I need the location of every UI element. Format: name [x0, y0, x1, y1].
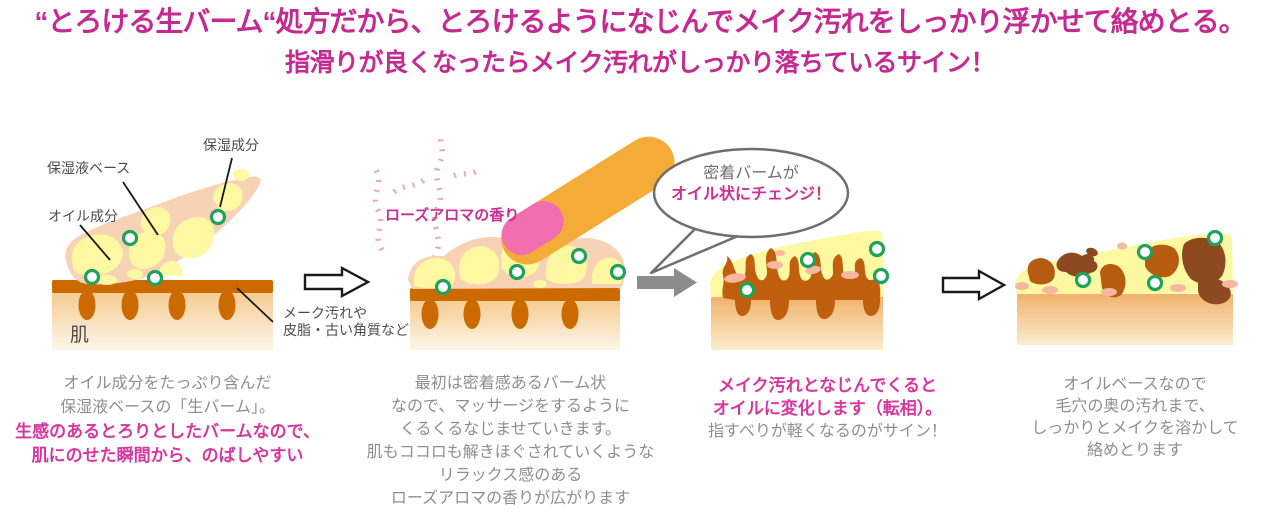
- label-rose-aroma: ローズアロマの香り: [385, 207, 520, 224]
- dirt-tendrils: [722, 248, 881, 320]
- step3-caption-line2: オイルに変化します（転相）。: [712, 399, 943, 418]
- bubble-line-2: オイル状にチェンジ！: [670, 186, 831, 203]
- step4-caption-line1: オイルベースなので: [1063, 376, 1207, 393]
- step2-caption-line3: くるくるなじませていきます。: [399, 421, 622, 438]
- step1-caption-line1: オイル成分をたっぷり含んだ: [63, 375, 272, 392]
- step3-illustration: [710, 230, 890, 350]
- step2-caption-line1: 最初は密着感あるバーム状: [414, 375, 607, 392]
- sebum-bumps: [78, 290, 236, 320]
- headline-line-1: “とろける生バーム“処方だから、とろけるようになじんでメイク汚れをしっかり浮かせ…: [34, 6, 1246, 37]
- label-oil-component: オイル成分: [48, 208, 118, 224]
- oil-layer: [1015, 233, 1233, 295]
- finger-illustration: [501, 136, 675, 265]
- sebum-bumps: [421, 299, 579, 329]
- moisture-dots: [1074, 229, 1224, 292]
- bubble-line-1: 密着バームが: [703, 165, 799, 182]
- aroma-steam: [372, 132, 480, 260]
- step1-caption-line2: 保湿液ベースの「生バーム」。: [60, 399, 275, 416]
- step4-caption-line2: 毛穴の奥の汚れまで、: [1055, 398, 1215, 415]
- step4-caption-line3: しっかりとメイクを溶かして: [1031, 420, 1239, 437]
- step2-illustration: [372, 132, 675, 350]
- nail: [501, 201, 564, 255]
- skin-surface-bar: [410, 288, 620, 301]
- step2-caption-line4: 肌もココロも解きほぐされていくような: [366, 444, 655, 461]
- step2-caption-line2: なので、マッサージをするように: [390, 398, 631, 415]
- label-makeup-dirt: メーク汚れや 皮脂・古い角質など: [283, 305, 409, 339]
- moisture-dots: [83, 208, 227, 287]
- headline-line-2: 指滑りが良くなったらメイク汚れがしっかり落ちているサイン！: [284, 49, 996, 77]
- moisture-dots: [738, 240, 890, 299]
- step1-caption-line3: 生感のあるとろりとしたバームなので、: [15, 422, 320, 441]
- arrow-right-icon-2: [941, 268, 1007, 302]
- emulsion-droplets: [1015, 242, 1238, 296]
- label-skin: 肌: [70, 325, 90, 346]
- label-moisture-component: 保湿成分: [203, 137, 259, 153]
- step3-caption-line3: 指すべりが軽くなるのがサイン！: [708, 423, 947, 440]
- oil-lumps: [71, 169, 249, 285]
- step1-caption: オイル成分をたっぷり含んだ 保湿液ベースの「生バーム」。 生感のあるとろりとした…: [15, 372, 320, 468]
- step3-caption: メイク汚れとなじんでくると オイルに変化します（転相）。 指すべりが軽くなるのが…: [695, 374, 960, 443]
- step1-illustration: [52, 157, 274, 350]
- label-makeup-dirt-line2: 皮脂・古い角質など: [283, 322, 409, 338]
- headline: “とろける生バーム“処方だから、とろけるようになじんでメイク汚れをしっかり浮かせ…: [0, 0, 1280, 82]
- step4-illustration: [1015, 229, 1238, 345]
- step4-caption: オイルベースなので 毛穴の奥の汚れまで、 しっかりとメイクを溶かして 絡めとりま…: [1015, 374, 1255, 462]
- step3-caption-line1: メイク汚れとなじんでくると: [718, 376, 937, 395]
- arrow-right-icon-1: [303, 265, 371, 299]
- moisture-dots: [434, 247, 627, 296]
- emulsion-droplets: [724, 250, 859, 283]
- speech-bubble: [649, 147, 850, 275]
- speech-bubble-body: [652, 147, 850, 239]
- step2-caption-line6: ローズアロマの香りが広がります: [390, 490, 631, 507]
- step2-caption-line5: リラックス感のある: [438, 467, 583, 484]
- transform-arrow-icon: [637, 268, 697, 297]
- step2-caption: 最初は密着感あるバーム状 なので、マッサージをするように くるくるなじませていき…: [358, 372, 663, 510]
- step1-caption-line4: 肌にのせた瞬間から、のばしやすい: [31, 446, 304, 465]
- label-makeup-dirt-line1: メーク汚れや: [283, 305, 367, 321]
- step4-caption-line4: 絡めとります: [1086, 442, 1183, 459]
- speech-bubble-text: 密着バームが オイル状にチェンジ！: [655, 164, 847, 206]
- callout-lines: [79, 157, 274, 323]
- label-moisture-base: 保湿液ベース: [47, 160, 131, 176]
- skin-layer: [1017, 294, 1233, 345]
